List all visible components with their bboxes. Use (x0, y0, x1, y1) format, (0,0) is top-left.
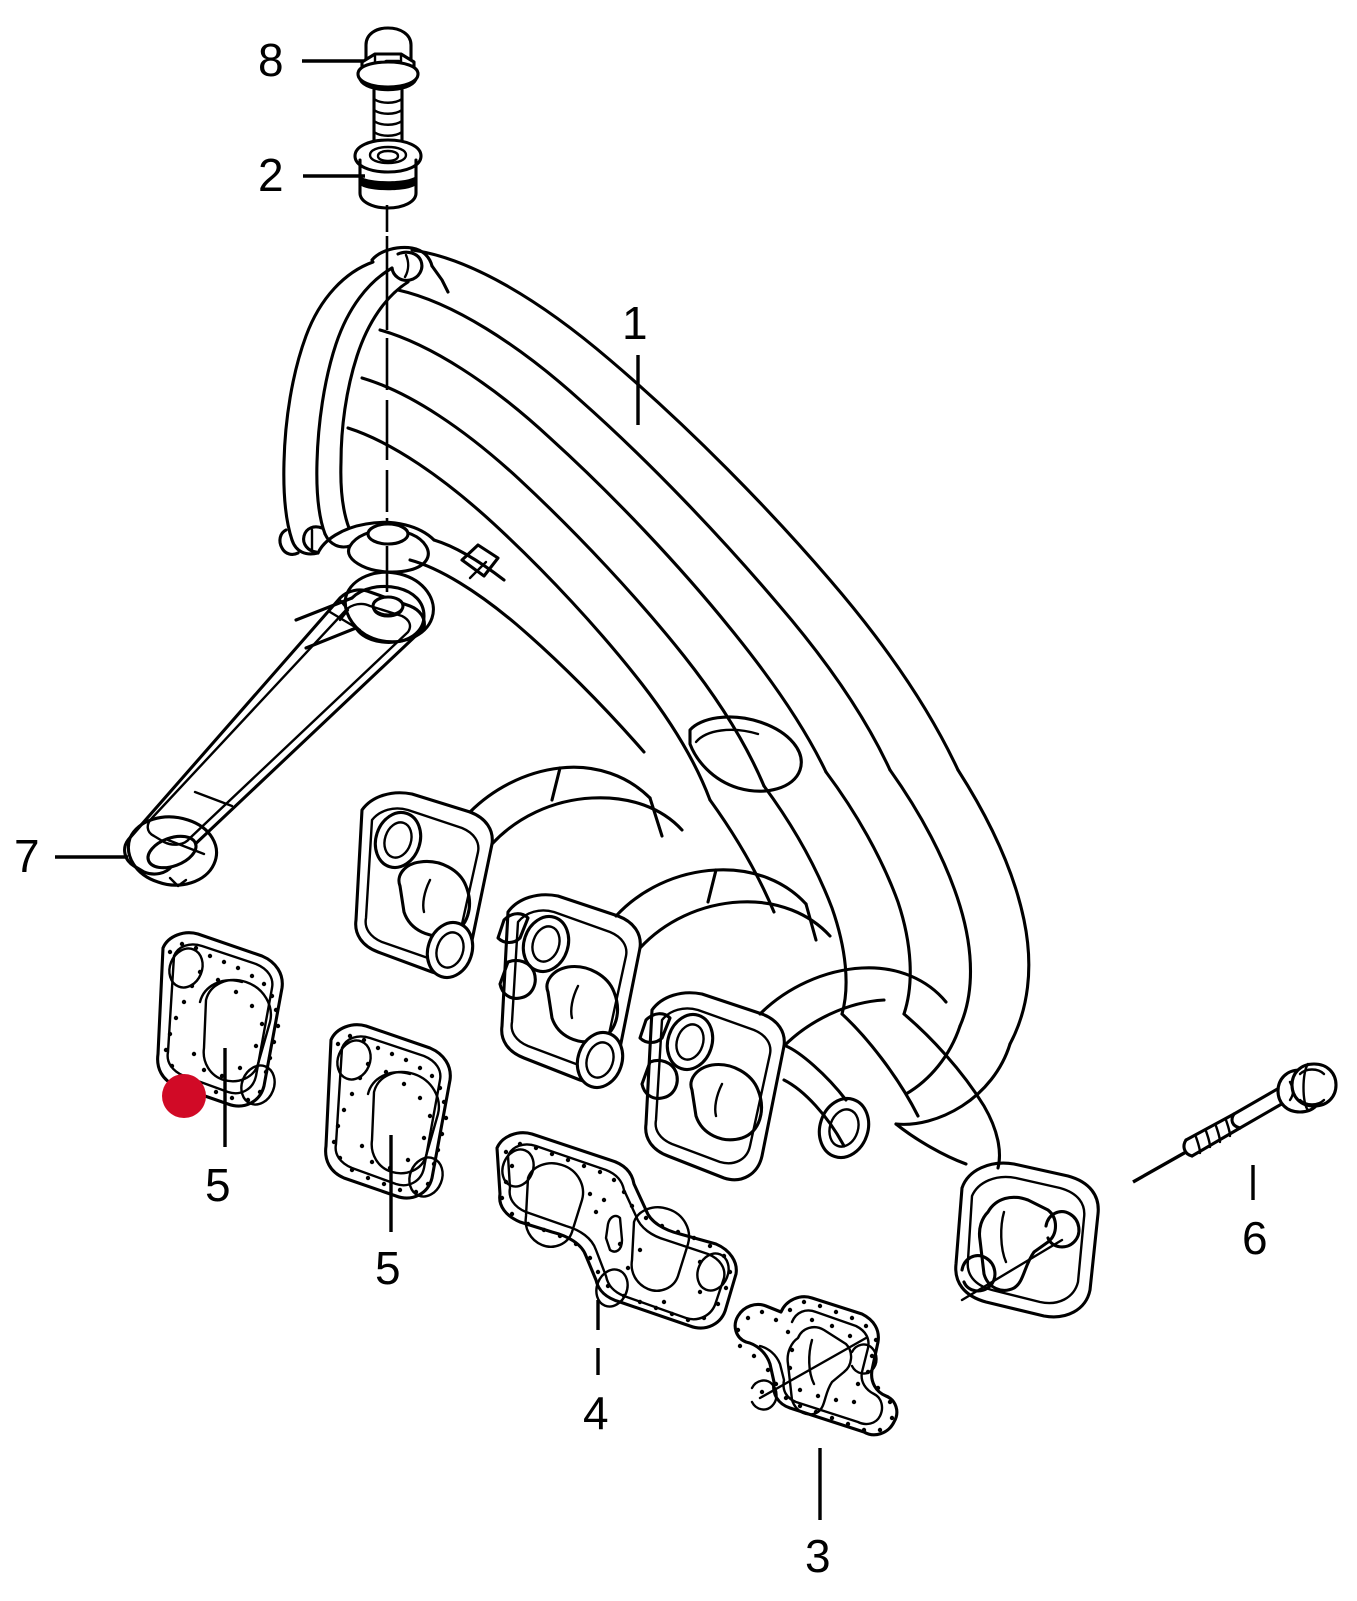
callout-number-2: 2 (258, 149, 284, 201)
leader-lines (55, 59, 1255, 1520)
callout-number-3: 3 (805, 1530, 831, 1582)
selection-dot[interactable] (162, 1074, 206, 1118)
part-5b-manifold-gasket (324, 1023, 452, 1200)
part-3-flange-gasket (733, 1295, 899, 1437)
part-2-rubber-grommet (353, 138, 423, 210)
part-8-hex-flange-bolt (356, 26, 420, 149)
callout-number-6: 6 (1242, 1212, 1268, 1264)
manifold-flange-port-1 (354, 791, 494, 980)
callout-number-4: 4 (583, 1387, 609, 1439)
callout-number-8: 8 (258, 34, 284, 86)
callout-number-5-upper: 5 (205, 1159, 231, 1211)
part-5a-manifold-gasket (156, 931, 284, 1108)
manifold-flange-port-2 (500, 893, 642, 1090)
part-1-exhaust-manifold (278, 245, 1100, 1319)
callout-number-5-lower: 5 (375, 1242, 401, 1294)
callout-number-1: 1 (622, 297, 648, 349)
manifold-end-flange (954, 1161, 1100, 1319)
part-7-support-bracket (123, 570, 435, 888)
part-6-stud-bolt (1132, 1062, 1338, 1184)
part-4-manifold-gasket-double (495, 1131, 738, 1330)
manifold-flange-port-3 (644, 991, 871, 1182)
callout-number-7: 7 (14, 830, 40, 882)
